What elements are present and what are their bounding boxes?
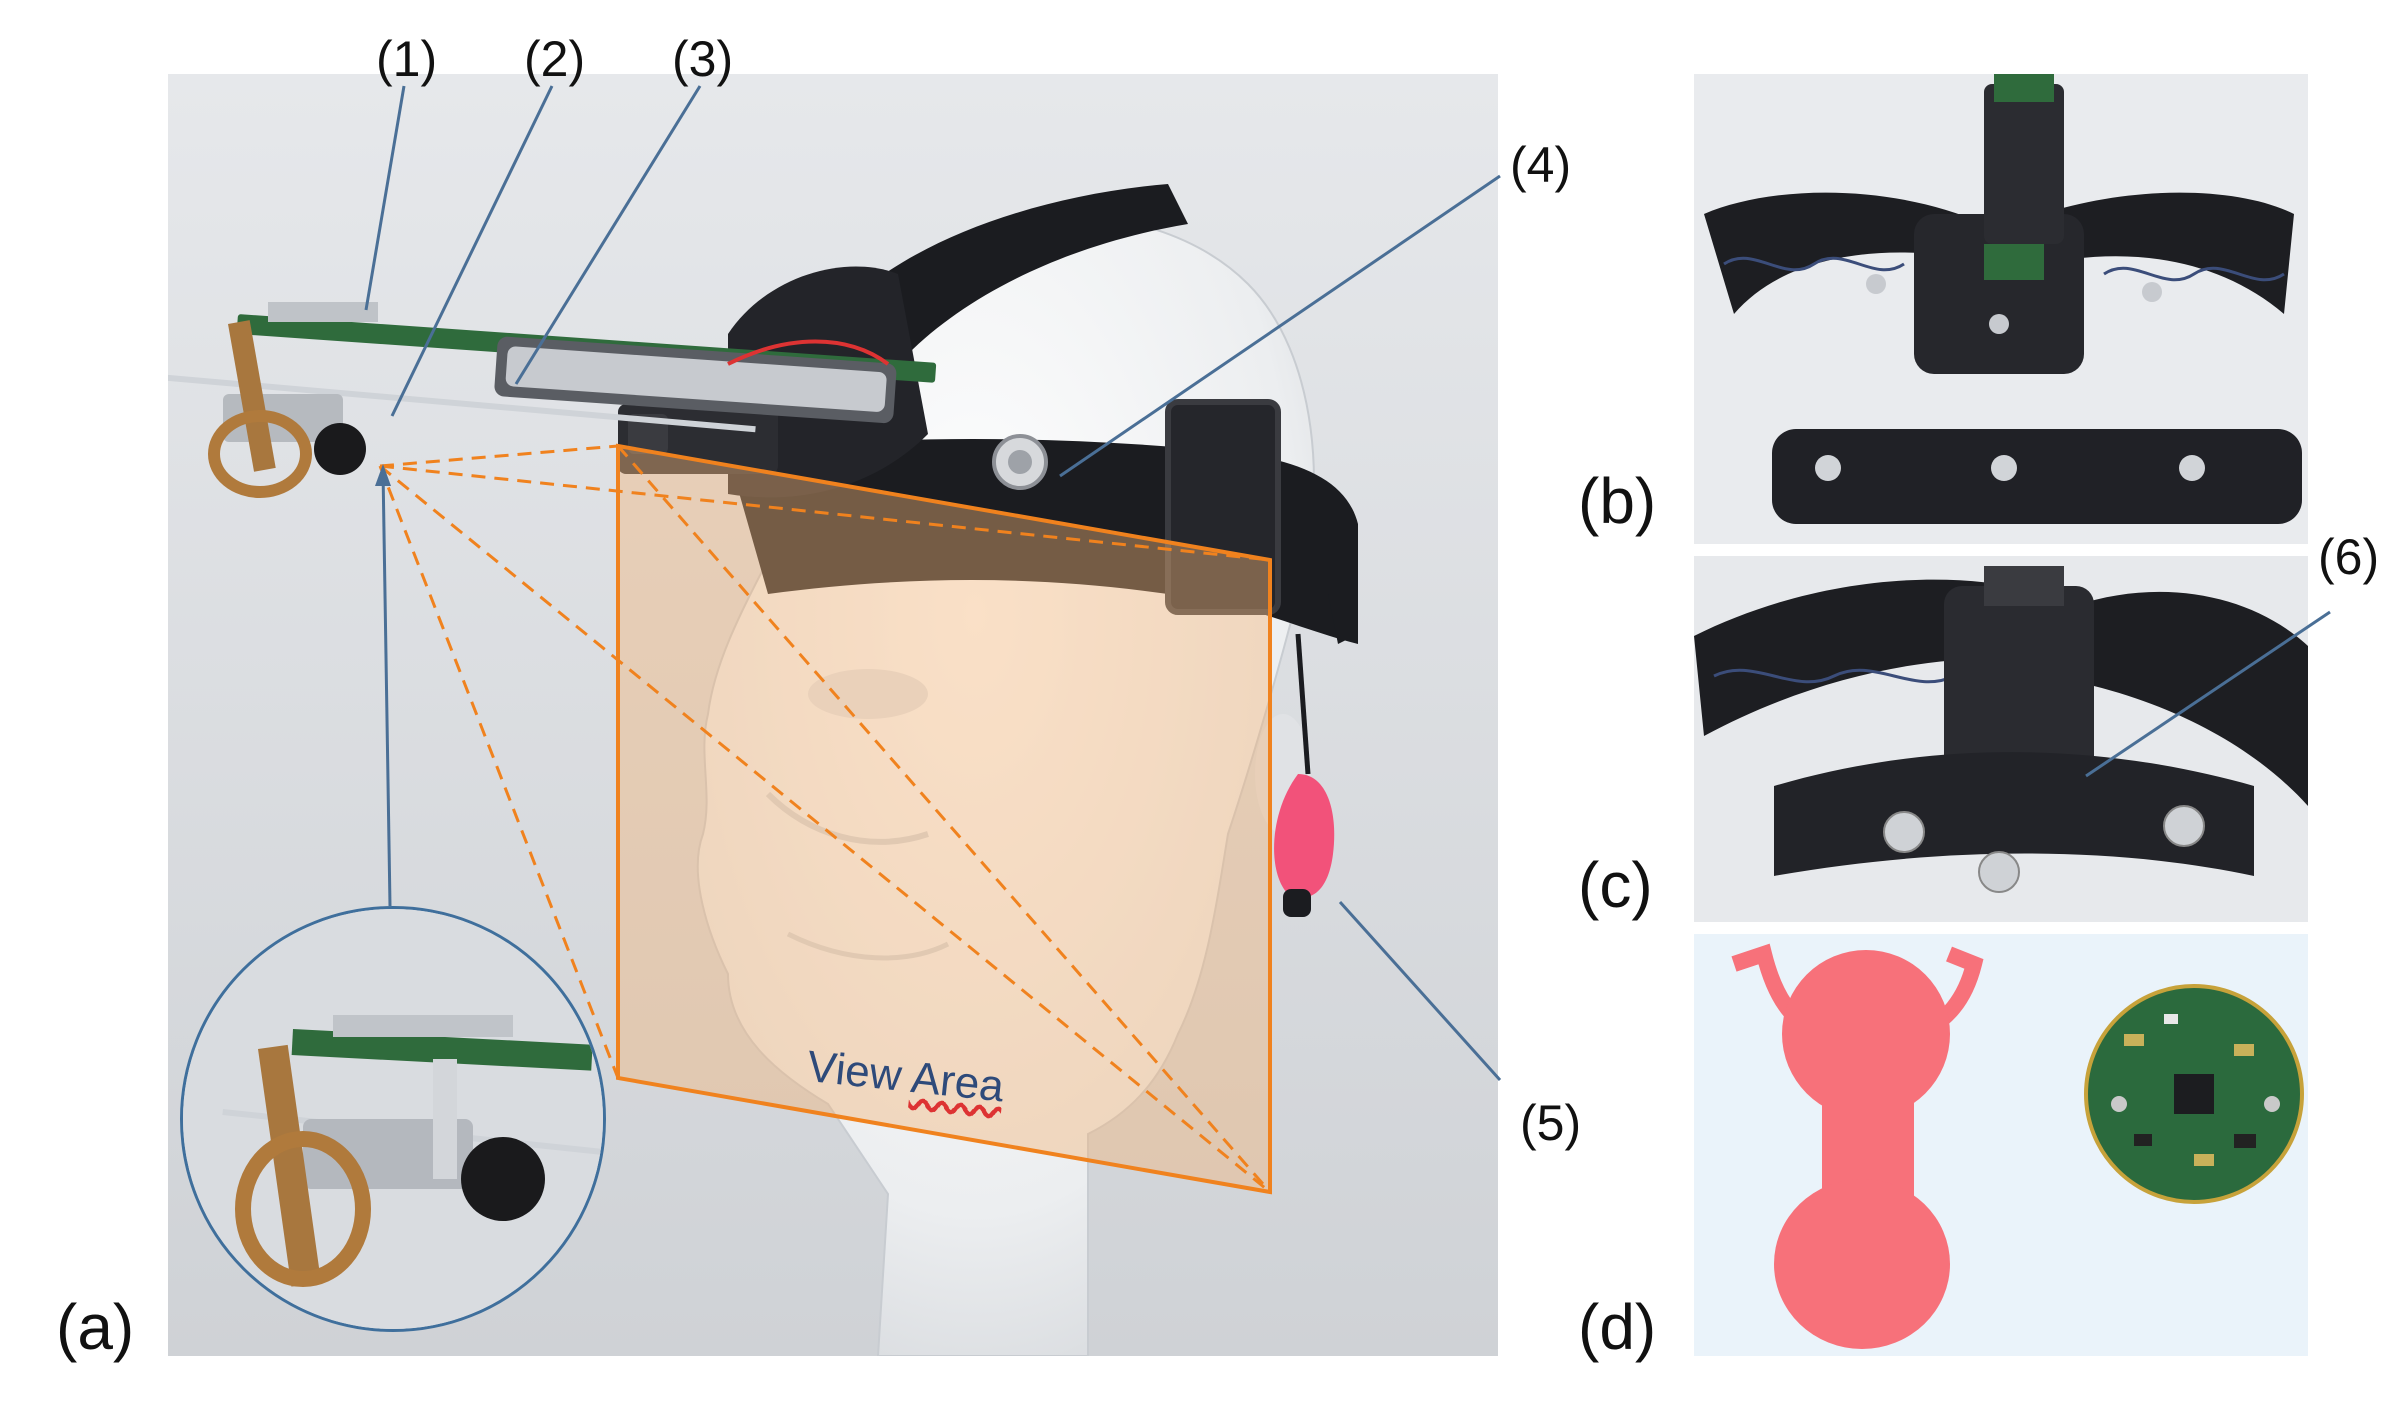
callout-6: (6) xyxy=(2318,529,2380,585)
ear-clip xyxy=(1274,633,1335,917)
pink-ear-clip xyxy=(1731,943,1984,1349)
callout-leader-lines xyxy=(364,85,2331,1082)
inset-arrowhead xyxy=(375,464,391,486)
callout-5: (5) xyxy=(1520,1095,1582,1151)
headband-strap xyxy=(728,184,1358,644)
electrode-snap xyxy=(992,434,1048,490)
panel-label-a: (a) xyxy=(56,1291,135,1363)
view-frustum-rays xyxy=(378,444,1272,1194)
panel-label-b: (b) xyxy=(1578,465,1657,537)
panel-c-photo xyxy=(1694,556,2308,922)
callout-4: (4) xyxy=(1510,137,1572,193)
callout-3: (3) xyxy=(672,31,734,87)
round-sensor-pcb xyxy=(2084,984,2304,1204)
panel-d-photo xyxy=(1694,934,2308,1356)
camera-closeup-inset xyxy=(180,906,606,1332)
callout-1: (1) xyxy=(376,31,438,87)
view-area-label-prefix: View xyxy=(804,1042,914,1102)
panel-b-photo xyxy=(1694,74,2308,544)
eye-camera-assembly xyxy=(168,302,937,498)
panel-label-d: (d) xyxy=(1578,1291,1657,1363)
callout-2: (2) xyxy=(524,31,586,87)
panel-label-c: (c) xyxy=(1578,849,1653,921)
view-area-label-word: Area xyxy=(908,1052,1007,1112)
